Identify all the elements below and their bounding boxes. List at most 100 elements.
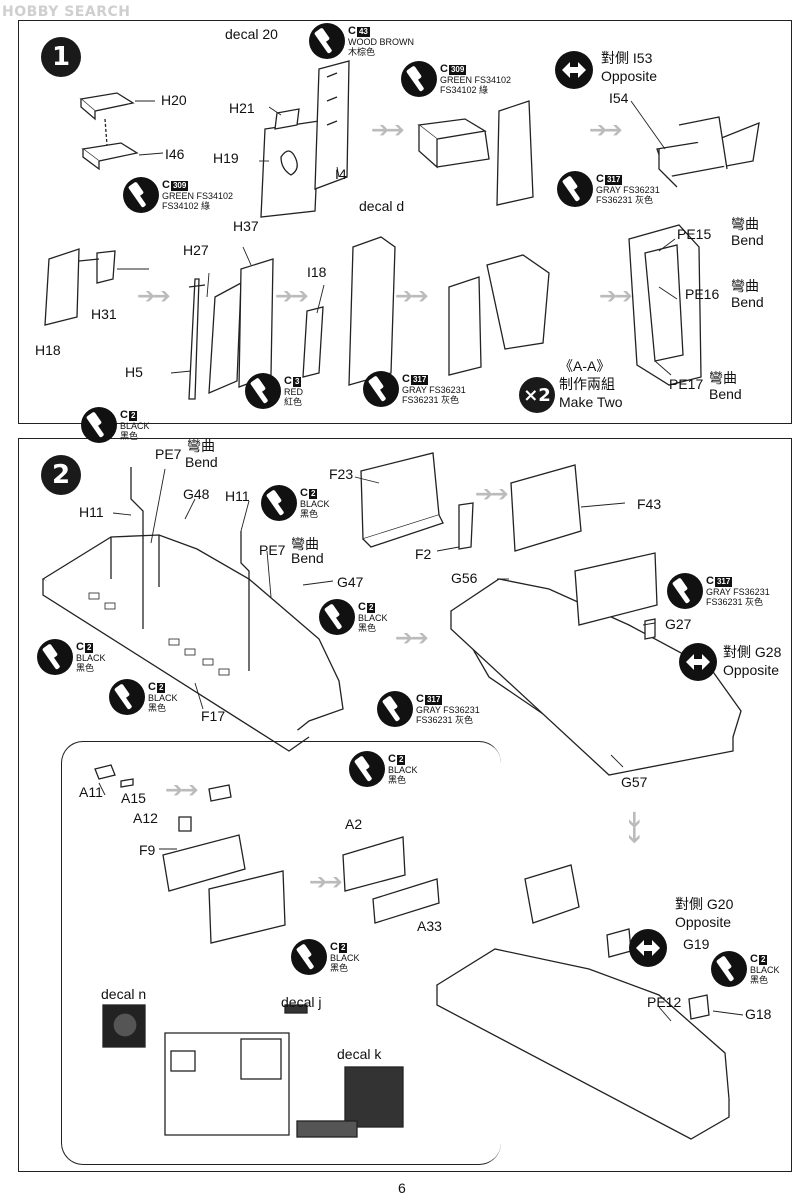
part-i18: I18 <box>307 264 327 280</box>
part-i4: I4 <box>335 166 347 182</box>
opposite-i53-cn: 對側 I53 <box>601 50 653 66</box>
bend-cn-pe17: 彎曲 <box>709 370 737 386</box>
make-two: Make Two <box>559 394 623 410</box>
part-a11: A11 <box>79 784 103 800</box>
flow-arrow-icon: ➔➔ <box>475 481 509 506</box>
opposite-arrow-icon <box>629 929 667 967</box>
opposite-g28: Opposite <box>723 662 780 678</box>
part-pe7-a: PE7 <box>155 446 182 462</box>
opposite-g20: Opposite <box>675 914 732 930</box>
paint-brush-icon <box>37 639 73 675</box>
paint-brush-icon <box>557 171 593 207</box>
paint-brush-icon <box>667 573 703 609</box>
part-g18: G18 <box>745 1006 772 1022</box>
paint-brush-icon <box>401 61 437 97</box>
part-h20: H20 <box>161 92 187 108</box>
bend-cn-pe7b: 彎曲 <box>291 536 319 552</box>
paint-brush-icon <box>319 599 355 635</box>
flow-arrow-icon: ➔➔ <box>309 869 343 894</box>
decal-20: decal 20 <box>225 26 278 42</box>
part-h11-b: H11 <box>225 488 250 504</box>
step2-sub-panel <box>61 741 501 1165</box>
flow-arrow-icon: ➔➔ <box>395 283 429 308</box>
part-g48: G48 <box>183 486 210 502</box>
step1-drawing <box>44 60 760 400</box>
part-g47: G47 <box>337 574 364 590</box>
flow-arrow-icon: ➔➔ <box>589 117 623 142</box>
part-h31: H31 <box>91 306 117 322</box>
paint-brush-icon <box>377 691 413 727</box>
opposite-arrow-icon <box>679 643 717 681</box>
opposite-g20-cn: 對側 G20 <box>675 896 734 912</box>
bend-pe7b: Bend <box>291 550 324 566</box>
flow-arrow-icon: ➔➔ <box>395 625 429 650</box>
step1-panel: 1 <box>18 20 792 424</box>
watermark: HOBBY SEARCH <box>2 4 131 20</box>
part-f17: F17 <box>201 708 226 724</box>
paint-brush-icon <box>349 751 385 787</box>
paint-brush-icon <box>245 373 281 409</box>
opposite-arrow-icon <box>555 51 593 89</box>
paint-brush-icon <box>123 177 159 213</box>
decal-n: decal n <box>101 986 147 1002</box>
part-h11-a: H11 <box>79 504 104 520</box>
part-pe16: PE16 <box>685 286 720 302</box>
part-h19: H19 <box>213 150 239 166</box>
part-g19: G19 <box>683 936 710 952</box>
paint-brush-icon <box>363 371 399 407</box>
part-h18: H18 <box>35 342 61 358</box>
flow-arrow-icon: ➔➔ <box>371 117 405 142</box>
part-i54: I54 <box>609 90 629 106</box>
flow-arrow-icon: ➔➔ <box>622 810 648 842</box>
part-f23: F23 <box>329 466 354 482</box>
part-pe12: PE12 <box>647 994 682 1010</box>
part-g57: G57 <box>621 774 648 790</box>
make-two-badge: ×2 <box>519 377 555 413</box>
part-h37: H37 <box>233 218 259 234</box>
bend-pe15: Bend <box>731 232 764 248</box>
part-f2: F2 <box>415 546 432 562</box>
flow-arrow-icon: ➔➔ <box>275 283 309 308</box>
paint-brush-icon <box>291 939 327 975</box>
paint-brush-icon <box>309 23 345 59</box>
decal-j: decal j <box>281 994 322 1010</box>
flow-arrow-icon: ➔➔ <box>165 777 199 802</box>
step1-number: 1 <box>41 37 81 77</box>
opposite-g28-cn: 對側 G28 <box>723 644 782 660</box>
bend-cn-pe16: 彎曲 <box>731 278 759 294</box>
paint-brush-icon <box>261 485 297 521</box>
part-i46: I46 <box>165 146 185 162</box>
page-number: 6 <box>398 1180 406 1196</box>
flow-arrow-icon: ➔➔ <box>137 283 171 308</box>
step2-number: 2 <box>41 455 81 495</box>
bend-cn-pe15: 彎曲 <box>731 216 759 232</box>
make-two-cn: 制作兩組 <box>559 376 615 392</box>
part-pe15: PE15 <box>677 226 712 242</box>
bend-cn-pe7a: 彎曲 <box>187 438 215 454</box>
paint-brush-icon <box>109 679 145 715</box>
part-h27: H27 <box>183 242 209 258</box>
part-a33: A33 <box>417 918 442 934</box>
part-a15: A15 <box>121 790 146 806</box>
step2-drawing <box>41 452 744 1140</box>
bend-pe17: Bend <box>709 386 742 402</box>
make-two-aa: 《A-A》 <box>559 358 611 374</box>
paint-brush-icon <box>711 951 747 987</box>
bend-pe7a: Bend <box>185 454 218 470</box>
part-a2: A2 <box>345 816 363 832</box>
part-pe7-b: PE7 <box>259 542 286 558</box>
paint-brush-icon <box>81 407 117 443</box>
part-g56: G56 <box>451 570 478 586</box>
